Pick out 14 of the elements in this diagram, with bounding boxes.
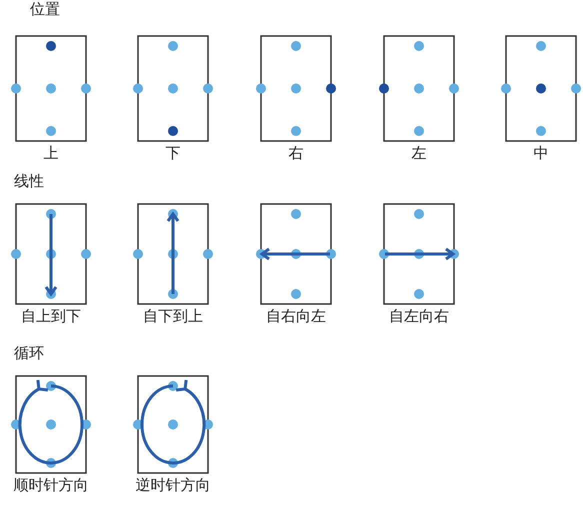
section-heading: 线性 xyxy=(14,172,44,191)
section-heading: 位置 xyxy=(30,0,60,19)
section-heading: 循环 xyxy=(14,344,44,363)
panel-caption: 右 xyxy=(288,144,304,163)
panel-caption: 中 xyxy=(532,144,550,163)
panel-caption: 逆时针方向 xyxy=(134,476,212,495)
panel-caption: 下 xyxy=(164,144,182,163)
panel-caption: 上 xyxy=(42,144,60,163)
panel-caption: 顺时针方向 xyxy=(12,476,90,495)
panel-caption: 自下到上 xyxy=(142,307,204,326)
panel-caption: 左 xyxy=(410,144,428,163)
panel-caption: 自上到下 xyxy=(20,307,82,326)
panel-caption: 自左向右 xyxy=(388,307,450,326)
panel-caption: 自右向左 xyxy=(265,307,327,326)
